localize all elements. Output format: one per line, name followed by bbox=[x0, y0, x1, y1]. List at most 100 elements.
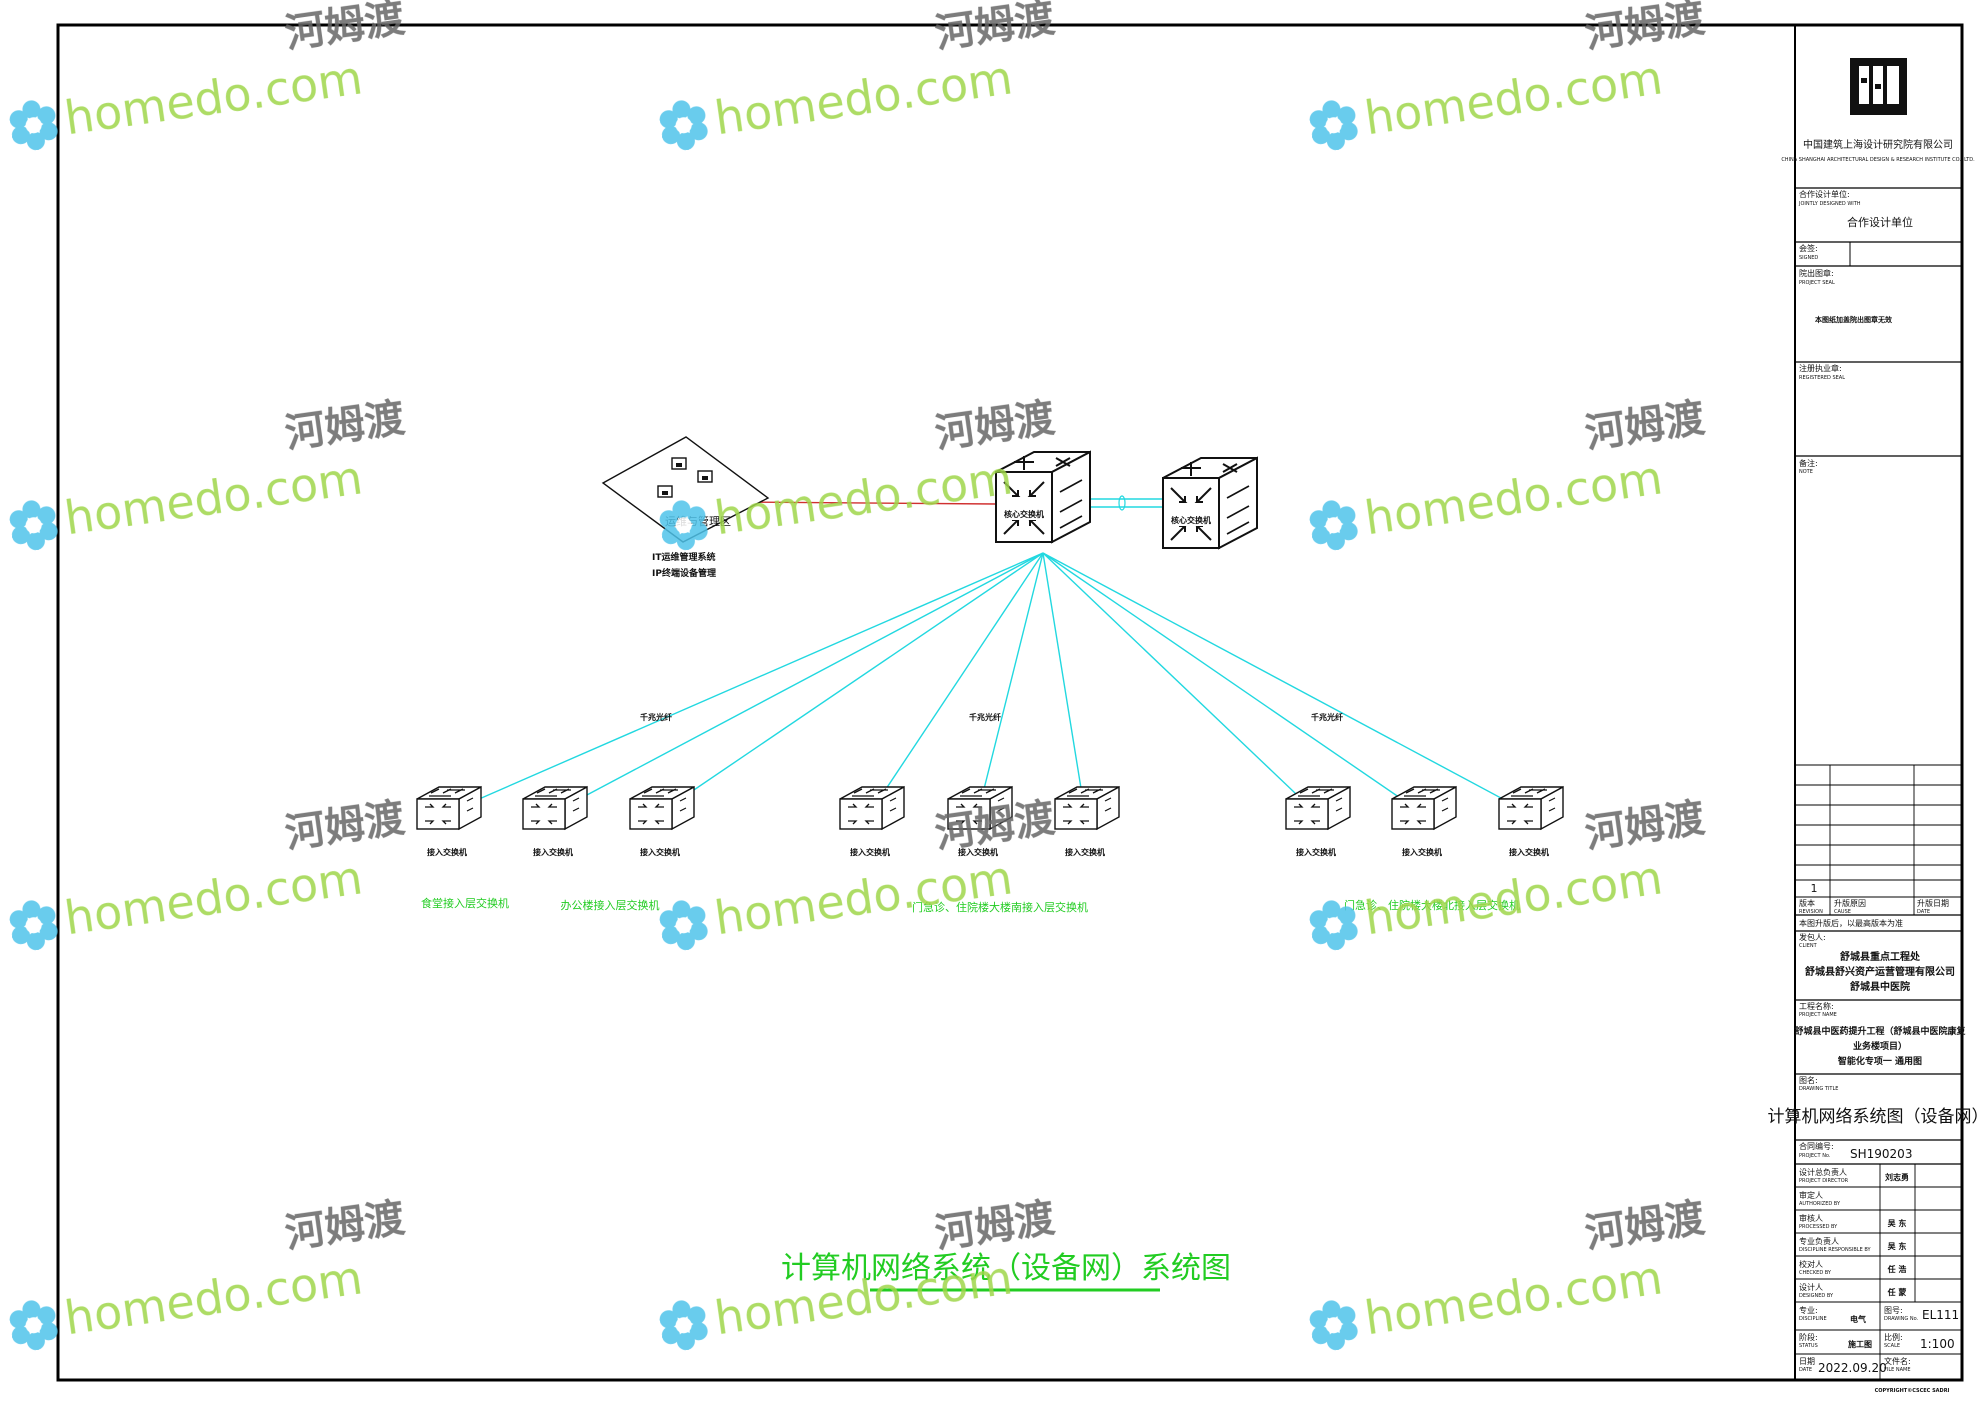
access-switch: 接入交换机 bbox=[522, 786, 588, 857]
group-caption-north: 门急诊、住院楼大楼北接入层交换机 bbox=[1344, 898, 1520, 912]
switch-icon bbox=[522, 786, 588, 830]
access-switch-label: 接入交换机 bbox=[1402, 847, 1442, 857]
access-switch-label: 接入交换机 bbox=[1065, 847, 1105, 857]
switch-icon bbox=[1391, 786, 1457, 830]
checked-value: 任 浩 bbox=[1887, 1264, 1907, 1274]
access-switch: 接入交换机 bbox=[947, 786, 1013, 857]
client-line-1: 舒城县重点工程处 bbox=[1840, 950, 1921, 963]
access-switch-label: 接入交换机 bbox=[958, 847, 998, 857]
flower-logo-icon bbox=[7, 1297, 60, 1354]
client-line-2: 舒城县舒兴资产运营管理有限公司 bbox=[1805, 965, 1955, 978]
contract-label-en: PROJECT No. bbox=[1799, 1153, 1831, 1159]
access-switch: 接入交换机 bbox=[629, 786, 695, 857]
discipline-value: 电气 bbox=[1850, 1314, 1866, 1324]
watermark-cn: 河姆渡 bbox=[1582, 395, 1707, 457]
watermark-cn: 河姆渡 bbox=[282, 795, 407, 857]
watermark-cn: 河姆渡 bbox=[1582, 795, 1707, 857]
note-label: 备注: bbox=[1799, 458, 1818, 468]
access-switch-label: 接入交换机 bbox=[850, 847, 890, 857]
mgmt-line-2: IP终端设备管理 bbox=[652, 567, 716, 579]
watermark-text: homedo.com bbox=[1361, 50, 1665, 145]
reg-seal-label-en: REGISTERED SEAL bbox=[1799, 375, 1845, 381]
watermark-cn: 河姆渡 bbox=[282, 0, 407, 57]
note-label-en: NOTE bbox=[1799, 469, 1813, 475]
core-switch2-label: 核心交换机 bbox=[1171, 515, 1211, 525]
switch-icon bbox=[629, 786, 695, 830]
rev-date-label-en: DATE bbox=[1917, 909, 1930, 915]
reg-seal-label: 注册执业章: bbox=[1799, 363, 1842, 373]
access-switch-label: 接入交换机 bbox=[533, 847, 573, 857]
project-line-3: 智能化专项一 通用图 bbox=[1838, 1055, 1922, 1067]
fiber-link bbox=[1042, 552, 1423, 814]
watermark-text: homedo.com bbox=[711, 450, 1015, 545]
switch-icon bbox=[1054, 786, 1120, 830]
flower-logo-icon bbox=[657, 897, 710, 954]
watermark-cn: 河姆渡 bbox=[1582, 0, 1707, 57]
fiber-link bbox=[552, 552, 1044, 814]
director-value: 刘志勇 bbox=[1885, 1172, 1909, 1182]
scale-label-en: SCALE bbox=[1884, 1343, 1900, 1349]
access-switch-label: 接入交换机 bbox=[427, 847, 467, 857]
access-switch: 接入交换机 bbox=[416, 786, 482, 857]
signoff-grid bbox=[1795, 1164, 1962, 1380]
access-switch-label: 接入交换机 bbox=[640, 847, 680, 857]
network-links bbox=[446, 495, 1530, 814]
access-switch-label: 接入交换机 bbox=[1509, 847, 1549, 857]
fiber-link bbox=[1042, 552, 1530, 814]
authorized-label: 审定人 bbox=[1799, 1190, 1823, 1200]
seal-note: 本图纸加盖院出图章无效 bbox=[1814, 315, 1893, 324]
switch-icon bbox=[416, 786, 482, 830]
flower-logo-icon bbox=[1307, 497, 1360, 554]
status-label-en: STATUS bbox=[1799, 1343, 1818, 1349]
seal-label-en: PROJECT SEAL bbox=[1799, 280, 1835, 286]
designed-value: 任 蒙 bbox=[1887, 1287, 1907, 1297]
access-switch: 接入交换机 bbox=[1054, 786, 1120, 857]
processed-label-en: PROCESSED BY bbox=[1799, 1224, 1838, 1230]
copyright-note: COPYRIGHT©CSCEC SADRI bbox=[1875, 1388, 1950, 1394]
rev-date-label: 升版日期 bbox=[1917, 898, 1949, 908]
revision-grid bbox=[1795, 764, 1962, 915]
discipline-label-en: DISCIPLINE bbox=[1799, 1316, 1827, 1322]
checked-label-en: CHECKED BY bbox=[1799, 1270, 1832, 1276]
jointly-value: 合作设计单位 bbox=[1847, 215, 1913, 229]
workstation-icon bbox=[657, 457, 713, 498]
project-label: 工程名称: bbox=[1799, 1001, 1834, 1011]
flower-logo-icon bbox=[7, 897, 60, 954]
client-label: 发包人: bbox=[1799, 932, 1826, 942]
access-switch-row: 接入交换机 接入交换机 接入交换机 接入交换机 接入交换机 接入交换机 接入交换机 接入交换机… bbox=[416, 786, 1564, 857]
contract-label: 合同编号: bbox=[1799, 1141, 1834, 1151]
watermark-text: homedo.com bbox=[1361, 850, 1665, 945]
watermark-cn: 河姆渡 bbox=[932, 1195, 1057, 1257]
discipline-resp-value: 吴 东 bbox=[1888, 1241, 1907, 1251]
date-value: 2022.09.20 bbox=[1818, 1361, 1887, 1375]
designed-label-en: DESIGNED BY bbox=[1799, 1293, 1834, 1299]
access-switch: 接入交换机 bbox=[839, 786, 905, 857]
switch-icon bbox=[1498, 786, 1564, 830]
fiber-label-right: 千兆光纤 bbox=[1311, 712, 1343, 722]
drawing-title: 计算机网络系统（设备网）系统图 bbox=[781, 1251, 1231, 1286]
title-block: 中国建筑上海设计研究院有限公司 CHINA SHANGHAI ARCHITECT… bbox=[1768, 58, 1985, 1394]
fiber-link bbox=[1042, 552, 1086, 814]
jointly-label: 合作设计单位: bbox=[1799, 189, 1850, 199]
dtitle-value: 计算机网络系统图（设备网） bbox=[1768, 1107, 1985, 1127]
access-switch: 接入交换机 bbox=[1498, 786, 1564, 857]
company-name-cn: 中国建筑上海设计研究院有限公司 bbox=[1803, 138, 1953, 151]
access-switch: 接入交换机 bbox=[1391, 786, 1457, 857]
latest-version-note: 本图升版后，以最高版本为准 bbox=[1799, 918, 1903, 928]
flower-logo-icon bbox=[1307, 1297, 1360, 1354]
status-label: 阶段: bbox=[1799, 1332, 1818, 1342]
switch-icon bbox=[1285, 786, 1351, 830]
scale-value: 1:100 bbox=[1920, 1337, 1955, 1351]
mgmt-line-1: IT运维管理系统 bbox=[652, 551, 716, 563]
cause-label: 升版原因 bbox=[1834, 898, 1866, 908]
access-switch-label: 接入交换机 bbox=[1296, 847, 1336, 857]
project-line-1: 舒城县中医药提升工程（舒城县中医院康复 bbox=[1794, 1025, 1966, 1037]
